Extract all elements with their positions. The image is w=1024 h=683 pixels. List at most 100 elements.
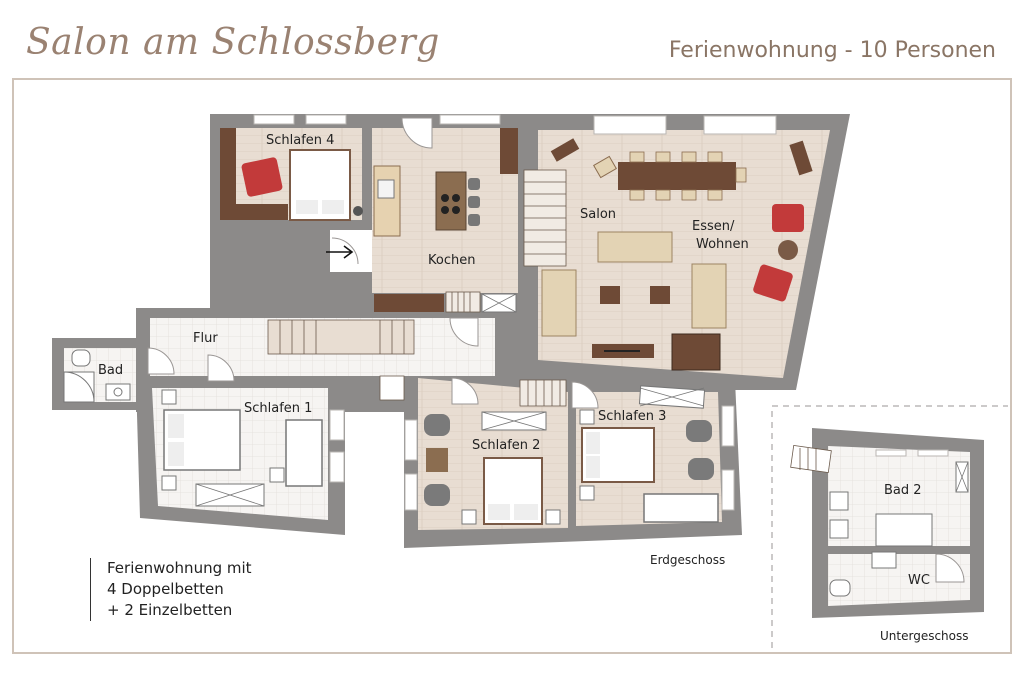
window bbox=[404, 419, 418, 461]
stairs-basement bbox=[790, 445, 832, 473]
nightstand bbox=[461, 509, 477, 525]
window bbox=[329, 451, 345, 483]
window bbox=[721, 405, 735, 447]
stove-icon bbox=[441, 194, 449, 202]
stairs-kochen bbox=[445, 291, 481, 313]
room-label-salon: Salon bbox=[580, 207, 616, 222]
nightstand bbox=[545, 509, 561, 525]
room-label-wohnen: Wohnen bbox=[696, 237, 749, 252]
legend: Ferienwohnung mit 4 Doppelbetten + 2 Ein… bbox=[90, 558, 252, 621]
armchair-red bbox=[241, 157, 283, 197]
bed-single bbox=[285, 419, 323, 487]
bar-stool bbox=[468, 178, 480, 190]
nightstand bbox=[161, 475, 177, 491]
furniture-bad bbox=[63, 349, 131, 403]
window bbox=[404, 473, 418, 511]
window bbox=[875, 449, 907, 457]
window bbox=[721, 469, 735, 511]
window bbox=[305, 114, 347, 125]
room-label-bad: Bad bbox=[98, 363, 123, 378]
round-table bbox=[778, 240, 798, 260]
window bbox=[703, 115, 777, 135]
door bbox=[207, 354, 235, 382]
room-label-kochen: Kochen bbox=[428, 253, 475, 268]
bed-single bbox=[643, 493, 719, 523]
toilet-icon bbox=[829, 579, 851, 597]
bar-stool bbox=[468, 196, 480, 208]
sink-icon bbox=[377, 179, 395, 199]
side-table bbox=[353, 206, 363, 216]
basement-separator bbox=[771, 405, 1008, 648]
pillow bbox=[322, 200, 344, 214]
nightstand bbox=[579, 409, 595, 425]
legend-line: 4 Doppelbetten bbox=[107, 580, 224, 598]
floor-label-basement: Untergeschoss bbox=[880, 629, 969, 643]
bathtub bbox=[875, 513, 933, 547]
room-label-essen: Essen/ bbox=[692, 219, 735, 234]
entrance-arrow-icon bbox=[326, 245, 354, 259]
door bbox=[331, 237, 359, 265]
furniture-schlafen3 bbox=[579, 385, 719, 523]
stove-icon bbox=[452, 194, 460, 202]
pillow bbox=[296, 200, 318, 214]
pillow bbox=[168, 442, 184, 466]
door bbox=[451, 377, 479, 405]
floor-label-ground: Erdgeschoss bbox=[650, 553, 725, 567]
small-table bbox=[593, 155, 617, 179]
armchair bbox=[686, 420, 712, 442]
armchair bbox=[688, 458, 714, 480]
stairs-schlafen2 bbox=[519, 379, 567, 407]
nightstand bbox=[161, 389, 177, 405]
small-table bbox=[426, 448, 448, 472]
window bbox=[439, 114, 501, 125]
armchair bbox=[424, 484, 450, 506]
armchair-red bbox=[772, 204, 804, 232]
dining-chairs bbox=[629, 151, 747, 201]
window bbox=[329, 409, 345, 441]
stairs bbox=[267, 169, 832, 473]
pouf bbox=[650, 286, 670, 304]
cabinet bbox=[374, 294, 444, 312]
partition-wall bbox=[828, 546, 970, 554]
room-label-schlafen1: Schlafen 1 bbox=[244, 401, 312, 416]
furniture-kochen bbox=[373, 128, 518, 313]
stove-icon bbox=[452, 206, 460, 214]
furniture-schlafen2 bbox=[424, 411, 561, 525]
door bbox=[401, 117, 433, 149]
nightstand bbox=[579, 485, 595, 501]
window bbox=[253, 114, 295, 125]
pillow bbox=[514, 504, 538, 520]
furniture-salon bbox=[541, 138, 813, 371]
windows bbox=[253, 114, 949, 511]
armchair bbox=[424, 414, 450, 436]
room-label-schlafen4: Schlafen 4 bbox=[266, 133, 334, 148]
armchair-red bbox=[753, 264, 793, 302]
bar-stool bbox=[468, 214, 480, 226]
door bbox=[571, 381, 599, 409]
room-label-flur: Flur bbox=[193, 331, 218, 346]
sink-icon bbox=[829, 491, 849, 511]
plan-frame bbox=[12, 78, 1012, 654]
sofa-beige bbox=[541, 269, 577, 337]
window bbox=[593, 115, 667, 135]
room-label-bad2: Bad 2 bbox=[884, 483, 922, 498]
room-label-wc: WC bbox=[908, 573, 930, 588]
nightstand bbox=[269, 467, 285, 483]
sofa-beige bbox=[691, 263, 727, 329]
doors bbox=[147, 117, 965, 583]
door bbox=[449, 317, 479, 347]
room-labels: Schlafen 4 Kochen Salon Essen/ Wohnen Fl… bbox=[98, 133, 969, 643]
kitchen-island bbox=[435, 171, 467, 231]
sofa-beige bbox=[597, 231, 673, 263]
floor-salon bbox=[538, 130, 830, 378]
window bbox=[917, 449, 949, 457]
sink-icon bbox=[829, 519, 849, 539]
pillow bbox=[586, 456, 600, 478]
pouf bbox=[600, 286, 620, 304]
cabinet bbox=[500, 128, 518, 174]
dining-table bbox=[618, 162, 736, 190]
brand-logo: Salon am Schlossberg bbox=[26, 22, 440, 63]
cabinet-tall bbox=[789, 140, 813, 176]
sink-icon bbox=[105, 383, 131, 401]
